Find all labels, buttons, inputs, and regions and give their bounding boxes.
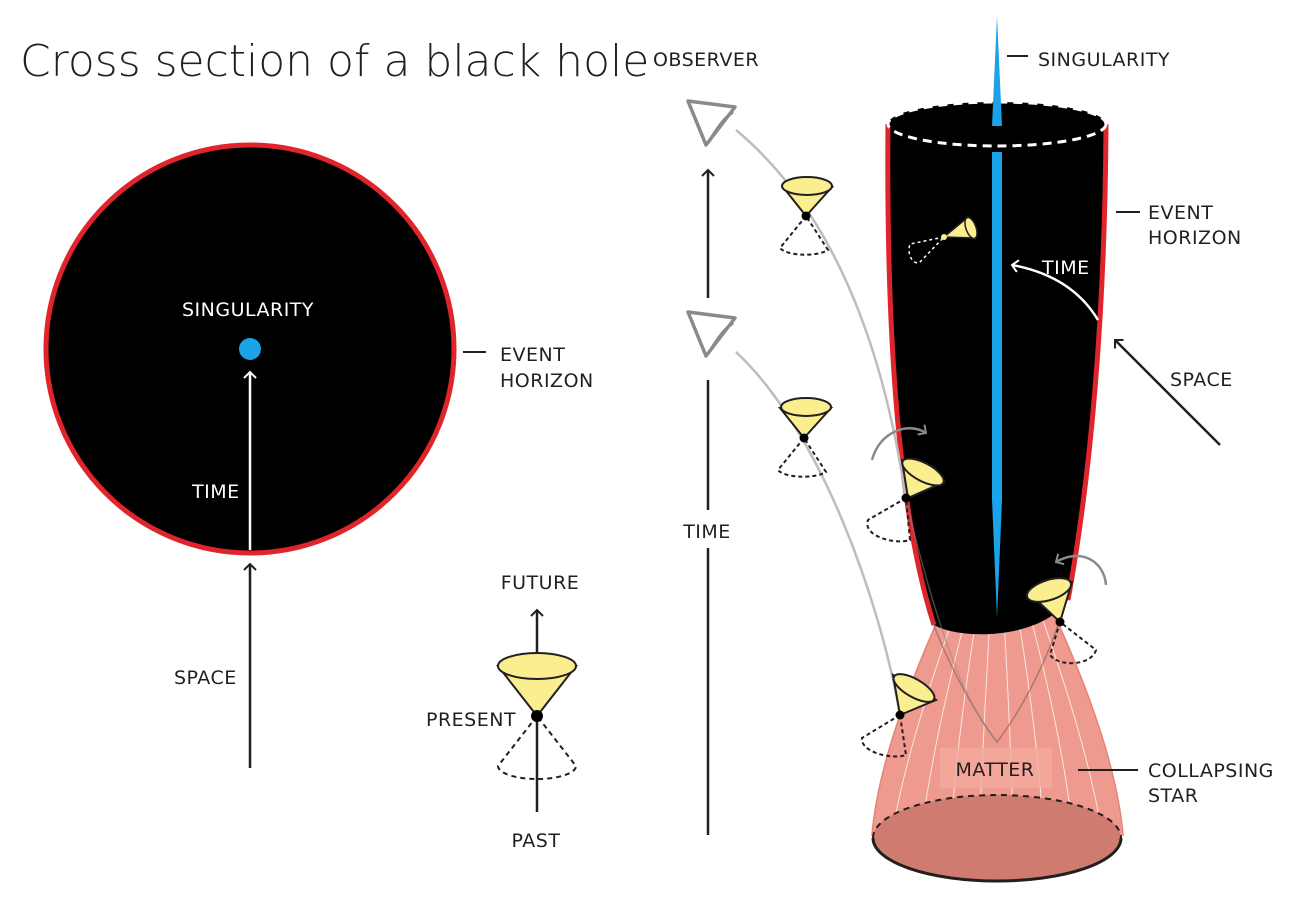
present-point [531, 710, 543, 722]
past-cone [496, 714, 578, 780]
tilt-arrow-right [1054, 553, 1108, 586]
horizon-left-edge [885, 123, 937, 626]
tilt-arrow-left [870, 424, 928, 461]
matter-label-bg [940, 748, 1052, 788]
left-event-horizon-label-2: HORIZON [500, 370, 594, 392]
light-cone-icon [778, 176, 835, 256]
observer-path-upper [735, 129, 908, 501]
collapsing-star-label-2: STAR [1148, 785, 1198, 807]
tilted-light-cone-icon [866, 457, 947, 543]
top-rim [886, 100, 1108, 148]
present-label: PRESENT [426, 709, 516, 731]
past-label: PAST [512, 830, 561, 852]
inside-time-label: TIME [1041, 257, 1090, 279]
star-base-front [871, 837, 1123, 883]
observer-path-inner [905, 499, 998, 743]
left-singularity-label: SINGULARITY [182, 299, 314, 321]
light-cone-legend: FUTURE PRESENT PAST [426, 572, 579, 852]
matter-label: MATTER [956, 759, 1035, 781]
singularity-spike [992, 152, 1002, 618]
observer-eye-icon [686, 310, 737, 358]
future-cone-rim [497, 652, 577, 680]
interior-light-cone-icon [908, 215, 978, 264]
left-space-label: SPACE [174, 667, 237, 689]
collapsing-star-label-1: COLLAPSING [1148, 760, 1274, 782]
singularity-spike-top [992, 16, 1002, 126]
horizon-right-edge [1065, 123, 1109, 601]
left-event-horizon-label-1: EVENT [500, 344, 565, 366]
left-cross-section: SINGULARITY TIME EVENT HORIZON SPACE [43, 142, 594, 768]
page-title: Cross section of a black hole [20, 36, 649, 87]
observer-label: OBSERVER [653, 49, 759, 71]
right-event-horizon-label-1: EVENT [1148, 202, 1213, 224]
star-base [873, 795, 1121, 881]
time-axis-label: TIME [682, 521, 731, 543]
right-spacetime-diagram: MATTER SINGULARITY EVENT HORIZON TIME SP… [653, 16, 1274, 883]
light-cone-icon [776, 397, 834, 478]
star-base-back [872, 794, 1122, 839]
inside-time-arrow [1010, 259, 1100, 321]
tilted-light-cone-icon [861, 673, 939, 758]
right-event-horizon-label-2: HORIZON [1148, 227, 1242, 249]
observer-eye-icon [686, 99, 737, 147]
left-time-label: TIME [191, 481, 240, 503]
right-singularity-label: SINGULARITY [1038, 49, 1170, 71]
right-space-arrow [1114, 339, 1221, 446]
singularity-dot [239, 338, 261, 360]
right-space-label: SPACE [1170, 369, 1233, 391]
observer-path-lower [735, 351, 902, 716]
tilted-light-cone-icon [1025, 577, 1098, 665]
future-label: FUTURE [501, 572, 580, 594]
